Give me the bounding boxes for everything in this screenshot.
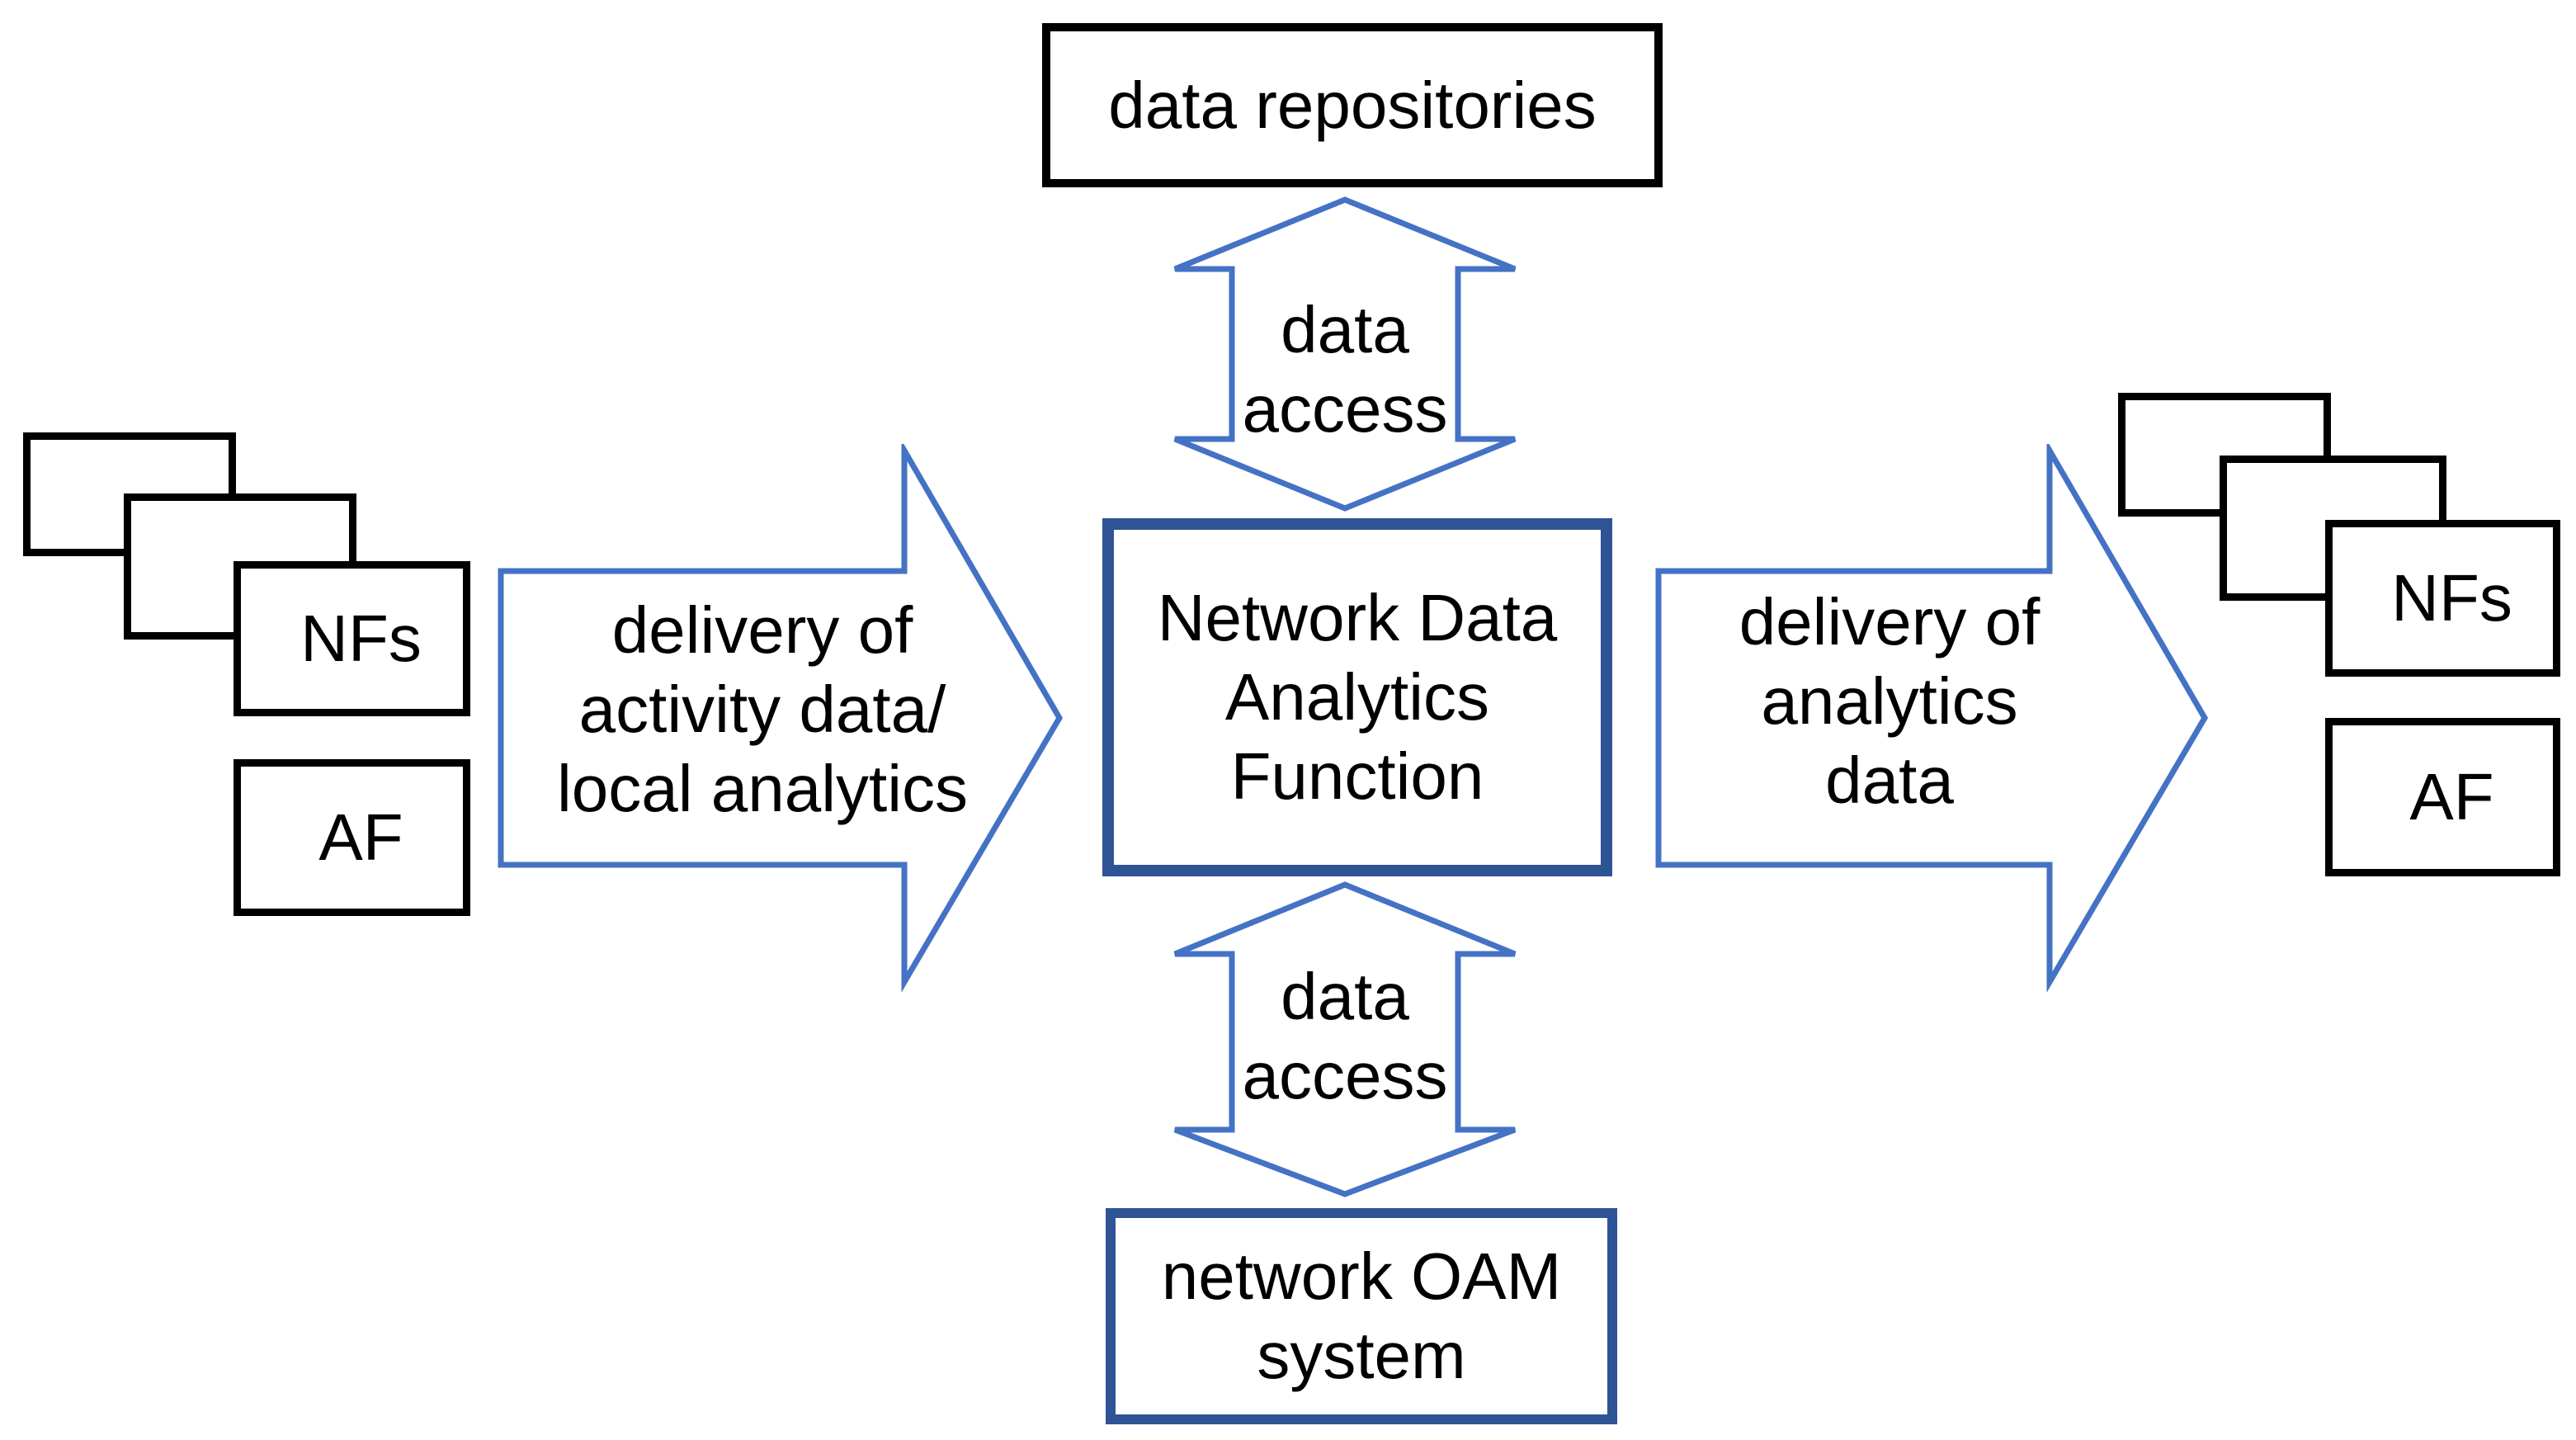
left-nfs-box: NFs: [234, 561, 470, 716]
double-arrow-vertical-icon: [1173, 881, 1517, 1197]
label-line: data: [1281, 960, 1409, 1033]
nwdaf-label: Network Data Analytics Function: [1158, 578, 1558, 816]
label-line: Network Data: [1157, 581, 1558, 654]
right-nfs-box: NFs: [2325, 520, 2560, 677]
network-oam-label: network OAM system: [1162, 1237, 1562, 1395]
block-arrow-right-icon: [1655, 444, 2209, 992]
top-data-access-label: data access: [1139, 290, 1551, 449]
label-line: local analytics: [556, 752, 968, 825]
right-delivery-label: delivery of analytics data: [1683, 583, 2096, 820]
top-data-access-double-arrow-icon: [1173, 196, 1517, 512]
right-nfs-label: NFs: [2391, 561, 2512, 635]
left-nfs-label: NFs: [300, 602, 422, 675]
label-line: access: [1242, 1039, 1448, 1112]
label-line: network OAM: [1161, 1239, 1562, 1313]
bottom-data-access-label: data access: [1139, 957, 1551, 1116]
left-delivery-label: delivery of activity data/ local analyti…: [556, 591, 969, 829]
label-line: Analytics: [1224, 660, 1490, 734]
label-line: access: [1242, 372, 1448, 446]
data-repositories-box: data repositories: [1042, 23, 1663, 187]
left-af-label: AF: [318, 800, 403, 874]
nwdaf-box: Network Data Analytics Function: [1102, 518, 1612, 876]
label-line: Function: [1230, 739, 1484, 813]
label-line: activity data/: [578, 673, 946, 746]
label-line: delivery of: [611, 593, 913, 667]
label-line: analytics: [1761, 664, 2018, 738]
label-line: data: [1281, 293, 1409, 366]
data-repositories-label: data repositories: [1108, 68, 1597, 142]
label-line: delivery of: [1739, 585, 2041, 659]
left-af-box: AF: [234, 759, 470, 916]
right-af-box: AF: [2325, 718, 2560, 876]
right-af-label: AF: [2409, 760, 2494, 833]
block-arrow-right-icon: [498, 444, 1064, 992]
label-line: data: [1825, 744, 1954, 817]
left-delivery-block-arrow-icon: [498, 444, 1064, 992]
label-line: system: [1257, 1319, 1466, 1392]
bottom-data-access-double-arrow-icon: [1173, 881, 1517, 1197]
network-oam-box: network OAM system: [1106, 1208, 1617, 1424]
double-arrow-vertical-icon: [1173, 196, 1517, 512]
right-delivery-block-arrow-icon: [1655, 444, 2209, 992]
